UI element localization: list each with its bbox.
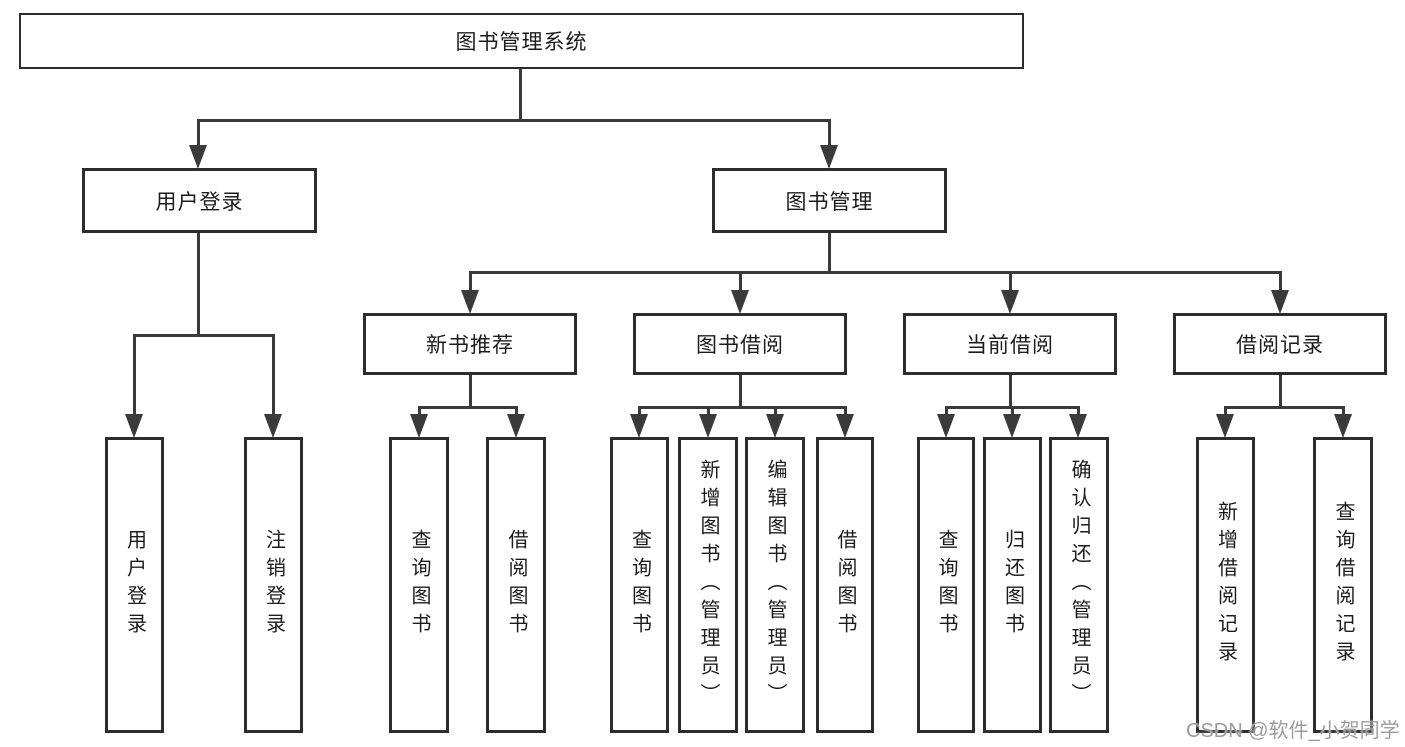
arrow-down-icon — [766, 414, 784, 438]
leaf-edit-books-admin: 编辑图书（管理员） — [745, 437, 805, 733]
leaf-label: 归还图书 — [1001, 529, 1024, 641]
connector-line — [1279, 375, 1282, 408]
leaf-label: 编辑图书（管理员） — [764, 459, 786, 711]
connector-line — [739, 375, 742, 408]
arrow-down-icon — [1001, 290, 1019, 314]
arrow-down-icon — [1069, 414, 1087, 438]
arrow-down-icon — [125, 414, 143, 438]
connector-line — [945, 406, 948, 418]
arrow-down-icon — [410, 414, 428, 438]
connector-line — [1009, 375, 1012, 408]
connector-line — [133, 334, 275, 337]
connector-line — [197, 119, 831, 122]
connector-line — [707, 406, 710, 418]
connector-line — [469, 375, 472, 408]
arrow-down-icon — [699, 414, 717, 438]
arrow-down-icon — [836, 414, 854, 438]
leaf-return-books: 归还图书 — [983, 437, 1042, 733]
watermark-text: CSDN @软件_小贺同学 — [1186, 720, 1400, 742]
connector-line — [1224, 406, 1227, 418]
node-new-book-recommendation: 新书推荐 — [363, 313, 577, 375]
leaf-label: 借阅图书 — [505, 529, 527, 641]
leaf-label: 新增图书（管理员） — [697, 459, 719, 711]
node-user-login: 用户登录 — [82, 168, 317, 233]
connector-line — [133, 334, 136, 417]
arrow-down-icon — [731, 290, 749, 314]
arrow-down-icon — [189, 145, 207, 169]
connector-line — [739, 271, 742, 292]
leaf-label: 查询图书 — [408, 529, 430, 641]
leaf-label: 查询图书 — [935, 529, 957, 641]
connector-line — [945, 406, 1080, 409]
connector-line — [1224, 406, 1345, 409]
leaf-add-borrow-record: 新增借阅记录 — [1196, 437, 1255, 733]
node-current-borrowing: 当前借阅 — [903, 313, 1117, 375]
leaf-user-login: 用户登录 — [105, 437, 164, 733]
leaf-label: 注销登录 — [262, 529, 285, 641]
connector-line — [469, 271, 1282, 274]
leaf-label: 用户登录 — [123, 529, 146, 641]
leaf-label: 新增借阅记录 — [1214, 501, 1237, 669]
connector-line — [844, 406, 847, 418]
connector-line — [638, 406, 847, 409]
leaf-query-books-borrow: 查询图书 — [610, 437, 669, 733]
arrow-down-icon — [630, 414, 648, 438]
leaf-label: 查询借阅记录 — [1332, 501, 1354, 669]
leaf-confirm-return-admin: 确认归还（管理员） — [1049, 437, 1109, 733]
connector-line — [638, 406, 641, 418]
leaf-query-borrow-record: 查询借阅记录 — [1313, 437, 1373, 733]
leaf-query-books-current: 查询图书 — [917, 437, 975, 733]
connector-line — [1011, 406, 1014, 418]
arrow-down-icon — [1334, 414, 1352, 438]
connector-line — [197, 233, 200, 337]
connector-line — [1342, 406, 1345, 418]
arrow-down-icon — [1271, 290, 1289, 314]
leaf-borrow-books-recommend: 借阅图书 — [486, 437, 546, 733]
leaf-label: 查询图书 — [628, 529, 651, 641]
connector-line — [828, 119, 831, 149]
arrow-down-icon — [937, 414, 955, 438]
connector-line — [1279, 271, 1282, 292]
connector-line — [418, 406, 421, 418]
arrow-down-icon — [507, 414, 525, 438]
arrow-down-icon — [820, 145, 838, 169]
leaf-add-books-admin: 新增图书（管理员） — [678, 437, 738, 733]
arrow-down-icon — [1216, 414, 1234, 438]
connector-line — [418, 406, 518, 409]
leaf-borrow-books: 借阅图书 — [816, 437, 874, 733]
leaf-label: 确认归还（管理员） — [1068, 459, 1090, 711]
connector-line — [1077, 406, 1080, 418]
connector-line — [272, 334, 275, 417]
arrow-down-icon — [1003, 414, 1021, 438]
node-borrowing-records: 借阅记录 — [1173, 313, 1387, 375]
arrow-down-icon — [461, 290, 479, 314]
leaf-label: 借阅图书 — [834, 529, 856, 641]
node-library-system: 图书管理系统 — [19, 13, 1024, 69]
leaf-logout: 注销登录 — [244, 437, 303, 733]
connector-line — [774, 406, 777, 418]
leaf-query-books-recommend: 查询图书 — [389, 437, 449, 733]
connector-line — [1009, 271, 1012, 292]
node-book-borrowing: 图书借阅 — [633, 313, 847, 375]
node-book-management: 图书管理 — [712, 168, 947, 233]
connector-line — [197, 119, 200, 149]
connector-line — [515, 406, 518, 418]
connector-line — [828, 233, 831, 274]
connector-line — [469, 271, 472, 292]
arrow-down-icon — [264, 414, 282, 438]
connector-line — [519, 69, 522, 122]
